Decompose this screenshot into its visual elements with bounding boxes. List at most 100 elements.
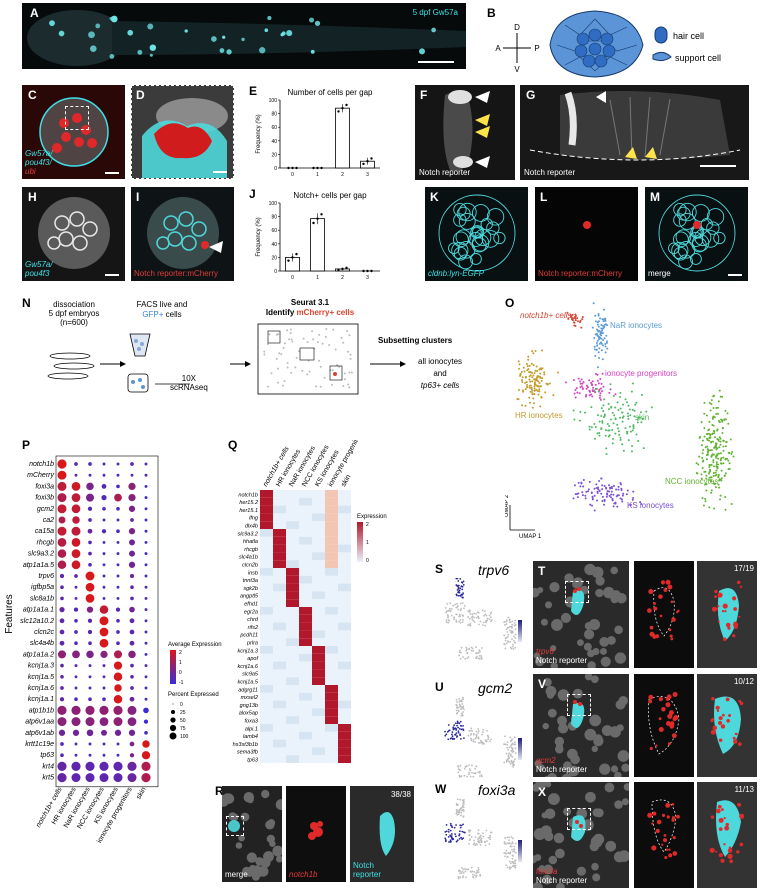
dotplot-dot [57, 705, 67, 715]
featureplot-point [449, 841, 452, 843]
featureplot-point [511, 848, 513, 851]
featureplot-point [457, 726, 460, 729]
umap-point [602, 404, 605, 407]
dotplot-feature-label: atp6v1aa [25, 719, 54, 726]
dotplot-dot [102, 753, 106, 757]
featureplot-point [506, 741, 509, 744]
umap-point [608, 490, 611, 493]
heatmap-cell [286, 716, 299, 724]
featureplot-point [467, 624, 469, 627]
dotplot-dot [144, 529, 148, 533]
heatmap-cell [338, 552, 351, 561]
featureplot-point [457, 608, 460, 611]
umap-point [593, 494, 596, 497]
umap-point [701, 456, 704, 459]
heatmap-row-label: chrd [247, 617, 259, 623]
featureplot-point [462, 583, 465, 586]
umap-point [572, 379, 575, 382]
featureplot-point [459, 615, 461, 618]
umap-point [633, 415, 636, 418]
umap-point [567, 317, 570, 320]
umap-point [718, 389, 721, 392]
svg-text:2: 2 [179, 650, 182, 656]
umap-point [709, 436, 712, 439]
heatmap-cell [338, 677, 351, 685]
featureplot-point [450, 614, 453, 617]
umap-point [574, 313, 577, 316]
heatmap-cell [325, 591, 338, 600]
umap-point [621, 500, 624, 503]
umap-point [571, 319, 574, 322]
panel-k-caption: cldnb:lyn-EGFP [428, 269, 485, 278]
heatmap-cell [273, 739, 286, 748]
featureplot-point [465, 649, 468, 652]
featureplot-point [454, 835, 457, 838]
umap-point [709, 479, 712, 482]
dotplot-feature-label: atp1a1a.5 [23, 562, 54, 569]
umap-point [599, 392, 602, 395]
featureplot-point [488, 614, 491, 617]
umap-point [638, 416, 641, 419]
umap-point [601, 495, 604, 498]
umap-point [526, 386, 529, 389]
heatmap-cell [325, 677, 338, 685]
heatmap-cell [299, 700, 312, 709]
dotplot-feature-label: krtt1c19e [25, 741, 54, 748]
featureplot-point [462, 802, 465, 805]
svg-text:0: 0 [180, 702, 183, 708]
featureplot-point [508, 836, 510, 838]
heatmap-cell [273, 552, 286, 561]
heatmap-cell [260, 646, 273, 654]
umap-label: HR ionocytes [515, 411, 563, 420]
umap-point [574, 396, 577, 399]
umap-point [607, 435, 610, 438]
dotplot-dot [129, 618, 135, 624]
heatmap-row-label: tp63 [247, 758, 259, 764]
umap-point [570, 316, 573, 319]
umap-point [596, 323, 599, 326]
featureplot-point [458, 651, 461, 654]
dotplot-dot [129, 550, 135, 557]
featureplot-point [475, 657, 477, 659]
umap-point [557, 371, 560, 374]
featureplot-point [462, 823, 464, 826]
chart-j-ytick: 20 [271, 255, 277, 261]
chart-j-point [362, 269, 365, 273]
umap-point [533, 371, 536, 374]
umap-point [721, 420, 724, 423]
heatmap-cell [260, 497, 273, 506]
heatmap-cell [273, 692, 286, 701]
featureplot-point [456, 704, 458, 707]
featureplot-point [454, 733, 456, 736]
umap-point [616, 427, 619, 430]
featureplot-point [487, 736, 490, 739]
featureplot-point [451, 731, 454, 734]
heatmap-cell [286, 490, 299, 498]
featureplot-point [511, 857, 514, 860]
umap-point [573, 321, 576, 324]
umap-point [603, 398, 606, 401]
heatmap-cell [299, 685, 312, 693]
heatmap-cell [338, 614, 351, 623]
umap-point [700, 473, 703, 476]
umap-point [595, 341, 598, 344]
umap-point [702, 448, 705, 451]
heatmap-cell [338, 544, 351, 553]
heatmap-cell [273, 599, 286, 607]
heatmap-cell [260, 599, 273, 607]
umap-point [720, 456, 723, 459]
heatmap-cell [338, 724, 351, 732]
umap-point [717, 439, 720, 442]
featureplot-point [475, 876, 477, 878]
featureplot-point [480, 658, 483, 660]
heatmap-cell [260, 755, 273, 763]
dotplot-dot [113, 661, 123, 670]
featureplot-point [449, 822, 452, 825]
heatmap-cell [325, 692, 338, 701]
gene-w: foxi3a [478, 782, 516, 798]
umap-point [603, 499, 606, 502]
umap-point [579, 386, 582, 389]
umap-point [602, 324, 605, 327]
featureplot-point [479, 874, 482, 877]
umap-point [717, 457, 720, 460]
